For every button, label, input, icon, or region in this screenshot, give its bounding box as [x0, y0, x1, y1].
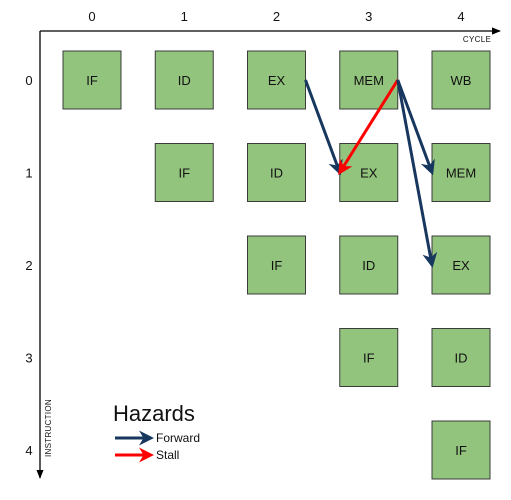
cycle-tick-label: 1 — [181, 9, 188, 24]
stage-box-rect — [339, 328, 399, 387]
stage-box: ID — [154, 50, 214, 110]
stage-box: EX — [431, 235, 491, 295]
stage-box-rect — [247, 50, 306, 110]
stage-box-rect — [339, 235, 399, 295]
forward-arrow — [396, 79, 438, 268]
stage-box: IF — [154, 143, 214, 202]
stage-box-rect — [62, 50, 122, 110]
stage-box: EX — [339, 143, 399, 202]
instruction-tick-label: 0 — [25, 73, 32, 88]
cycle-tick-labels: 0 1 2 3 4 — [88, 9, 464, 24]
legend: Hazards Forward Stall — [113, 401, 200, 463]
stage-label: ID — [362, 258, 375, 273]
instruction-tick-label: 2 — [25, 258, 32, 273]
stage-label: IF — [363, 351, 375, 366]
stage-box-rect — [431, 420, 491, 480]
stage-label: IF — [271, 258, 283, 273]
stage-label: MEM — [354, 73, 384, 88]
stage-box: ID — [247, 143, 306, 202]
stage-box-rect — [247, 235, 306, 295]
legend-title: Hazards — [113, 401, 195, 426]
stage-box: IF — [431, 420, 491, 480]
instruction-tick-label: 3 — [25, 351, 32, 366]
stage-label: IF — [178, 166, 190, 181]
stage-box: EX — [247, 50, 306, 110]
hazard-arrows — [304, 79, 438, 268]
stage-box: IF — [339, 328, 399, 387]
legend-forward-label: Forward — [156, 431, 200, 445]
cycle-tick-label: 2 — [273, 9, 280, 24]
stall-arrow — [338, 79, 400, 176]
stage-label: EX — [268, 73, 286, 88]
stage-box-rect — [339, 50, 399, 110]
cycle-tick-label: 4 — [457, 9, 464, 24]
stage-label: ID — [455, 351, 468, 366]
stage-label: WB — [451, 73, 472, 88]
stage-box: WB — [431, 50, 491, 110]
cycle-axis-title: CYCLE — [463, 35, 491, 44]
stage-label: MEM — [446, 166, 476, 181]
stage-box: MEM — [339, 50, 399, 110]
stage-label: ID — [178, 73, 191, 88]
instruction-axis-title: INSTRUCTION — [44, 399, 53, 457]
legend-stall-label: Stall — [156, 448, 179, 462]
stage-box-rect — [154, 143, 214, 202]
stage-box: IF — [62, 50, 122, 110]
forward-arrow — [396, 79, 435, 176]
stage-label: IF — [86, 73, 98, 88]
stage-box: MEM — [431, 143, 491, 202]
stage-box-rect — [247, 143, 306, 202]
pipeline-stages: IF ID EX MEM WB IF ID EX MEM IF ID EX IF ID IF — [62, 50, 491, 480]
stage-box-rect — [154, 50, 214, 110]
stage-box: ID — [339, 235, 399, 295]
stage-box-rect — [431, 50, 491, 110]
instruction-tick-label: 1 — [25, 166, 32, 181]
forward-arrow — [304, 79, 343, 176]
stage-box-rect — [431, 328, 491, 387]
cycle-tick-label: 0 — [88, 9, 95, 24]
cycle-tick-label: 3 — [365, 9, 372, 24]
stage-label: EX — [360, 166, 378, 181]
instruction-tick-label: 4 — [25, 443, 32, 458]
stage-label: ID — [270, 166, 283, 181]
stage-box: IF — [247, 235, 306, 295]
instruction-tick-labels: 0 1 2 3 4 — [25, 73, 32, 458]
stage-label: IF — [455, 443, 467, 458]
stage-box: ID — [431, 328, 491, 387]
stage-label: EX — [452, 258, 470, 273]
stage-box-rect — [431, 235, 491, 295]
